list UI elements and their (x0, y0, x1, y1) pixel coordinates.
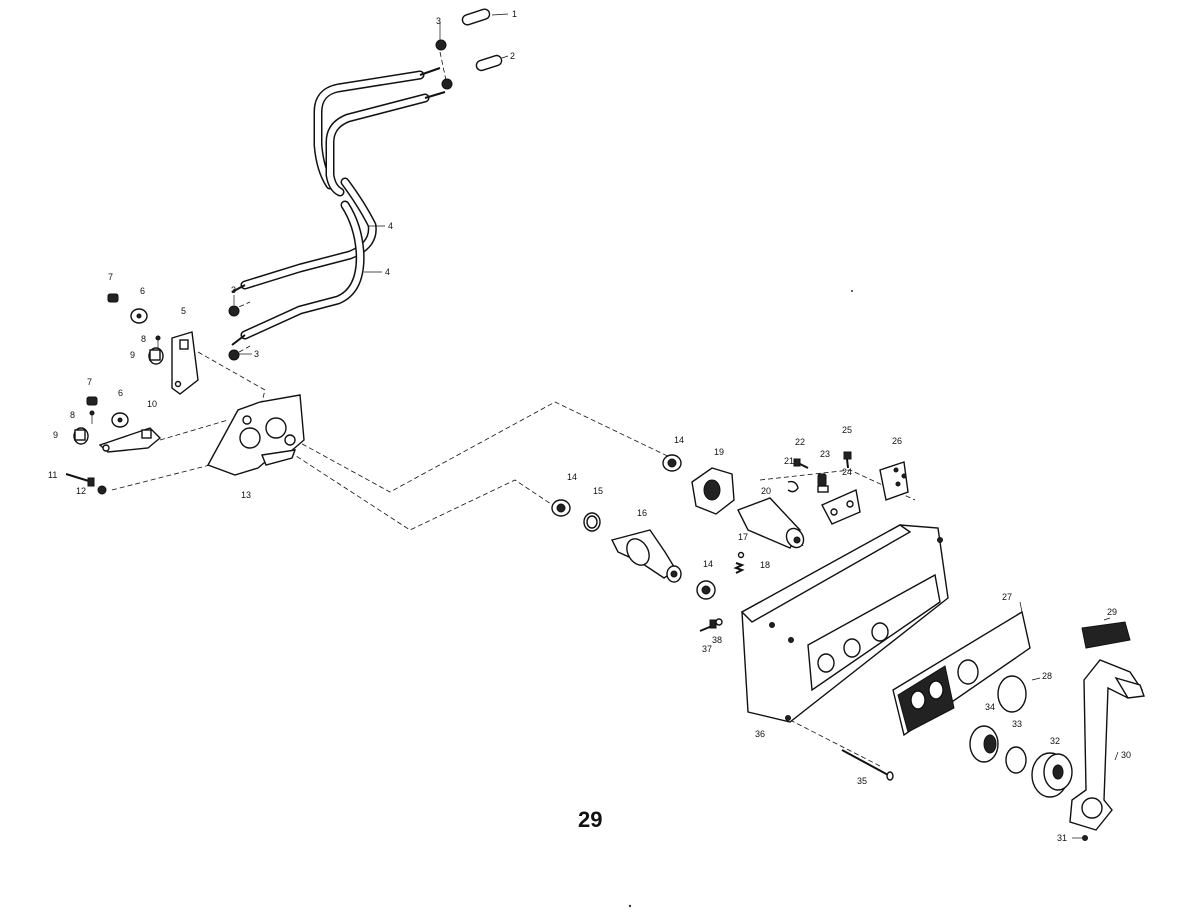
callout-14c: 14 (703, 559, 713, 569)
callout-35: 35 (857, 776, 867, 786)
callout-25: 25 (842, 425, 852, 435)
long-bolt-35 (841, 749, 894, 781)
callout-23: 23 (820, 449, 830, 459)
callout-28: 28 (1042, 671, 1052, 681)
cover-plate-27 (892, 610, 1031, 737)
callout-20: 20 (761, 486, 771, 496)
callout-19: 19 (714, 447, 724, 457)
cable-connector-1 (461, 8, 509, 26)
disc-28 (997, 675, 1027, 713)
mounting-base-13 (206, 394, 305, 476)
callout-8a: 8 (141, 334, 146, 344)
cable-end-rods (231, 67, 446, 346)
shaft-20 (737, 497, 805, 549)
scan-speck (851, 290, 853, 292)
callout-4a: 4 (388, 221, 393, 231)
washer-15 (583, 512, 601, 532)
screw-7 (86, 293, 119, 406)
pin-8 (89, 335, 161, 424)
callout-6a: 6 (140, 286, 145, 296)
callout-1: 1 (512, 9, 517, 19)
lever-10 (98, 427, 162, 453)
callout-labels: 1 2 3 3 3 4 4 5 6 6 7 7 8 8 9 9 10 11 12… (48, 9, 1131, 843)
callout-37: 37 (702, 644, 712, 654)
callout-4b: 4 (385, 267, 390, 277)
nut-3 (228, 39, 453, 361)
callout-21: 21 (784, 456, 794, 466)
callout-24: 24 (842, 467, 852, 477)
ball-17 (737, 551, 745, 559)
handle-grip-29 (1081, 621, 1131, 649)
spring-18 (733, 562, 745, 574)
callout-29: 29 (1107, 607, 1117, 617)
bracket-24 (821, 489, 861, 525)
callout-32: 32 (1050, 736, 1060, 746)
page-number: 29 (578, 807, 602, 832)
scan-speck (628, 904, 632, 908)
bracket-plate-5 (171, 331, 199, 395)
callout-5: 5 (181, 306, 186, 316)
callout-16: 16 (637, 508, 647, 518)
screw-22 (793, 458, 809, 469)
cable-connector-2 (475, 54, 509, 72)
callout-27: 27 (1002, 592, 1012, 602)
callout-9a: 9 (130, 350, 135, 360)
callout-14a: 14 (674, 435, 684, 445)
callout-3c: 3 (254, 349, 259, 359)
callout-6b: 6 (118, 388, 123, 398)
callout-22: 22 (795, 437, 805, 447)
callout-33: 33 (1012, 719, 1022, 729)
lever-arm-30 (1069, 659, 1145, 831)
bolt-11 (65, 473, 95, 487)
callout-11: 11 (48, 470, 57, 480)
callout-13: 13 (241, 490, 251, 500)
stud-9 (73, 347, 164, 445)
clip-21 (787, 480, 799, 493)
cam-block-19 (691, 467, 735, 515)
nut-12 (97, 485, 107, 495)
control-cable-4-front (240, 70, 425, 290)
callout-17: 17 (738, 532, 748, 542)
hub-32 (1031, 752, 1073, 798)
control-box-36 (740, 524, 949, 723)
lock-23 (817, 473, 829, 493)
callout-14b: 14 (567, 472, 577, 482)
washer-38 (715, 618, 723, 626)
callout-leaders (233, 22, 1119, 761)
washer-33 (1005, 746, 1027, 774)
callout-36: 36 (755, 729, 765, 739)
callout-8b: 8 (70, 410, 75, 420)
callout-30: 30 (1121, 750, 1131, 760)
callout-7b: 7 (87, 377, 92, 387)
screw-31 (1072, 835, 1088, 841)
callout-15: 15 (593, 486, 603, 496)
callout-2: 2 (510, 51, 515, 61)
shaft-16 (610, 529, 682, 583)
callout-7a: 7 (108, 272, 113, 282)
callout-26: 26 (892, 436, 902, 446)
bushing-14 (551, 454, 716, 600)
callout-38: 38 (712, 635, 722, 645)
callout-12: 12 (76, 486, 86, 496)
callout-9b: 9 (53, 430, 58, 440)
callout-3a: 3 (436, 16, 441, 26)
callout-31: 31 (1057, 833, 1067, 843)
callout-18: 18 (760, 560, 770, 570)
washer-6 (111, 308, 148, 428)
callout-10: 10 (147, 399, 157, 409)
callout-34: 34 (985, 702, 995, 712)
control-cable-4-rear (240, 93, 430, 340)
screw-25 (843, 451, 852, 469)
callout-3b: 3 (231, 285, 236, 295)
plate-26 (879, 461, 909, 501)
screw-37 (699, 619, 717, 632)
collar-34 (969, 725, 999, 763)
